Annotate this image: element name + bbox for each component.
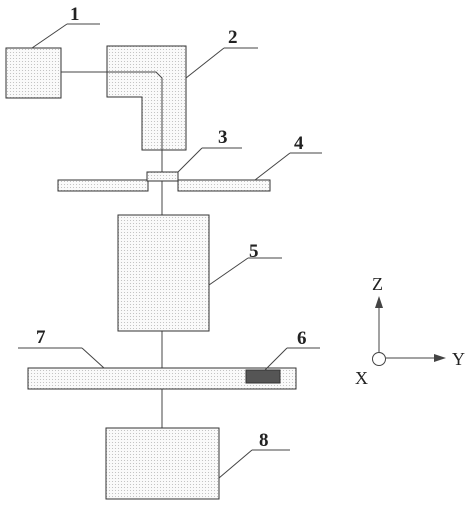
y-axis-arrowhead	[434, 354, 446, 362]
z-axis-label: Z	[372, 274, 383, 294]
label-1: 1	[70, 4, 80, 25]
coordinate-axes: Z Y X	[355, 274, 465, 388]
component-5-block	[117, 214, 210, 332]
component-1-box	[5, 47, 62, 99]
leader-line-1	[31, 23, 68, 49]
label-4: 4	[294, 133, 304, 154]
leader-line-2	[185, 47, 225, 79]
leader-line-3	[177, 147, 203, 173]
component-6-dark-block	[245, 369, 281, 384]
component-4-plate-right	[177, 179, 271, 192]
label-5: 5	[249, 241, 259, 262]
component-2-l-shape	[106, 45, 187, 151]
label-3: 3	[218, 127, 228, 148]
component-7-stage	[27, 367, 297, 390]
leader-line-7	[81, 347, 105, 369]
y-axis-label: Y	[452, 349, 465, 369]
leader-line-4	[254, 152, 291, 181]
label-8: 8	[259, 430, 269, 451]
component-4-plate-left	[57, 179, 149, 192]
z-axis-arrowhead	[375, 296, 383, 308]
leader-line-8	[218, 449, 253, 479]
leader-line-5	[208, 257, 249, 286]
x-axis-label: X	[355, 368, 368, 388]
label-6: 6	[297, 328, 307, 349]
label-2: 2	[228, 27, 238, 48]
leader-line-6	[264, 347, 288, 371]
component-8-block	[105, 427, 220, 500]
component-3-small-element	[146, 171, 179, 182]
label-7: 7	[36, 327, 46, 348]
x-axis-origin-circle	[372, 352, 386, 366]
